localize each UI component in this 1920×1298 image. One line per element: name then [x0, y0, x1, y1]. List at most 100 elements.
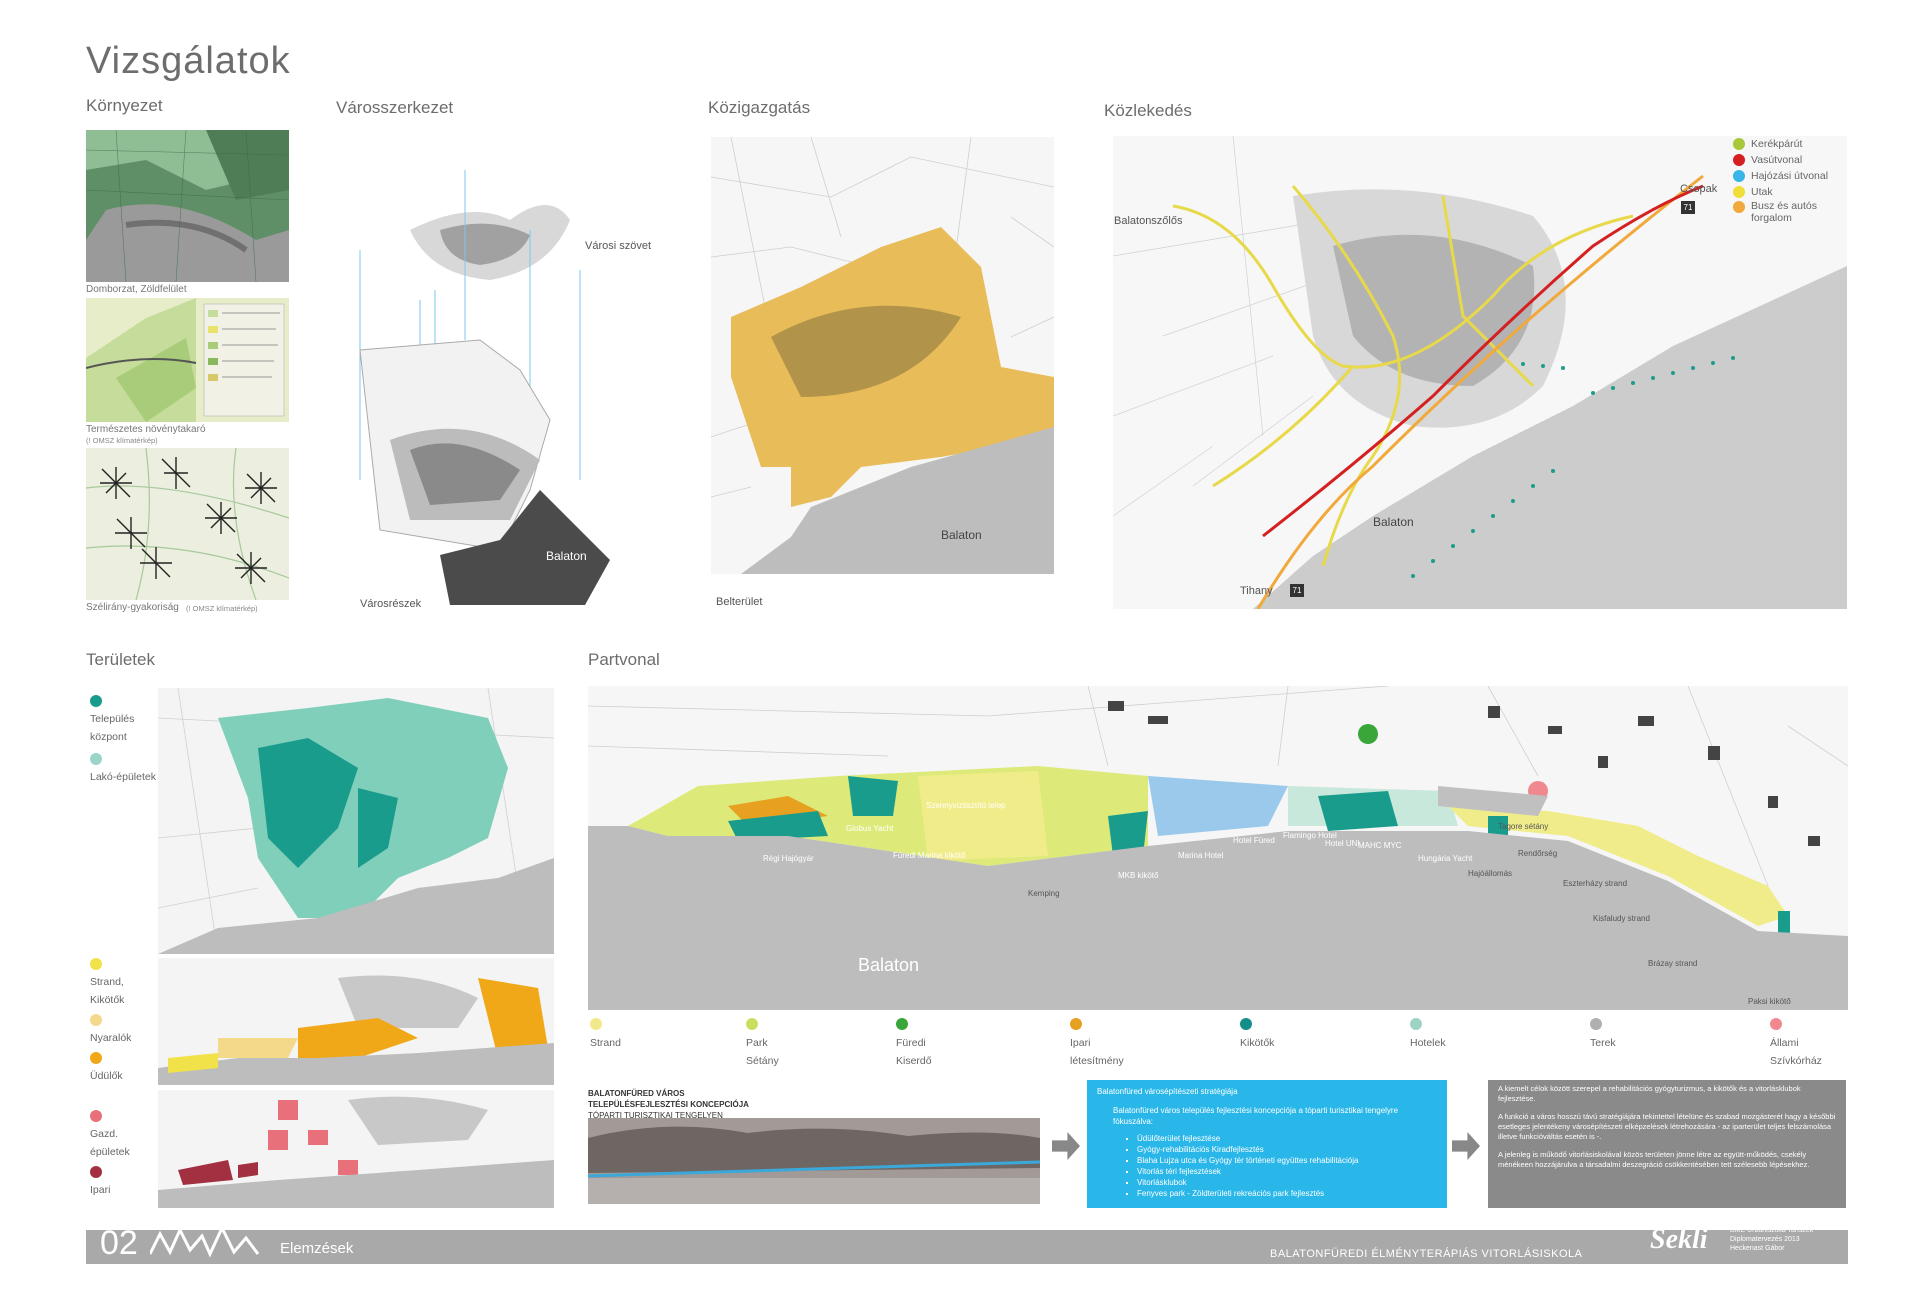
legend-dot-economic	[90, 1110, 102, 1122]
pl-mkb: MKB kikötő	[1118, 871, 1159, 880]
page-title: Vizsgálatok	[86, 40, 291, 82]
transport-legend: Kerékpárút Vasútvonal Hajózási útvonal U…	[1733, 136, 1853, 224]
pl-globus-yacht: Globus Yacht	[846, 824, 894, 833]
strategy-item: Vitorlásklubok	[1137, 1177, 1437, 1188]
wind-map	[86, 448, 289, 600]
concept-heading-1: BALATONFÜRED VÁROS	[588, 1089, 685, 1098]
legend-item-bike: Kerékpárút	[1733, 136, 1853, 152]
label-belterulet: Belterület	[716, 596, 763, 608]
pl-furedi-marina: Füredi Marina kikötő	[893, 851, 966, 860]
legend-item-economic: Gazd. épületek	[90, 1110, 160, 1160]
sl-item-park: Park Sétány	[746, 1015, 796, 1069]
section-teruletek: Területek	[86, 650, 155, 669]
administration-map: Balaton	[711, 137, 1054, 574]
pl-hotel-fured: Hotel Füred	[1233, 836, 1275, 845]
concept-heading: BALATONFÜRED VÁROS TELEPÜLÉSFEJLESZTÉSI …	[588, 1088, 749, 1121]
pl-eszterhazy: Eszterházy strand	[1563, 879, 1627, 888]
road-sign-71-north: 71	[1681, 201, 1695, 214]
footer-info-3: Heckenast Gábor	[1730, 1245, 1785, 1252]
pl-mahc: MAHC MYC	[1358, 841, 1402, 850]
shoreline-map: Balaton Régi Hajógyár Globus Yacht Füred…	[588, 686, 1848, 1010]
legend-item-center: Település központ	[90, 695, 160, 745]
page-number: 02	[100, 1224, 138, 1262]
footer-info: BME Urbanisztika Tanszék Diplomatervezés…	[1730, 1226, 1813, 1253]
pl-rendorseg: Rendőrség	[1518, 849, 1557, 858]
terrain-map	[86, 130, 289, 282]
caption-vegetation: Természetes növénytakaró	[86, 424, 206, 435]
section-kornyezet: Környezet	[86, 96, 163, 115]
legend-item-ship: Hajózási útvonal	[1733, 168, 1853, 184]
sl-dot-ipari	[1070, 1017, 1082, 1030]
sl-dot-kikotok	[1240, 1017, 1252, 1030]
legend-dot-roads	[1733, 186, 1745, 199]
caption-vegetation-source: (! OMSZ klímatérkép)	[86, 436, 158, 445]
legend-dot-center	[90, 695, 102, 707]
sl-dot-szivkorhaz	[1770, 1017, 1782, 1030]
summary-box: A kiemelt célok között szerepel a rehabi…	[1488, 1080, 1846, 1208]
sl-dot-park	[746, 1017, 758, 1030]
pl-hajoallomas: Hajóállomás	[1468, 869, 1512, 878]
pl-kemping: Kemping	[1028, 889, 1060, 898]
label-varosreszek: Városrészek	[360, 598, 422, 610]
legend-item-rail: Vasútvonal	[1733, 152, 1853, 168]
transport-balaton-label: Balaton	[1373, 515, 1414, 529]
vegetation-map	[86, 298, 289, 422]
pl-szennyviz: Szennyvíztisztító telep	[926, 801, 1006, 810]
shoreline-legend: Strand Park Sétány Füredi Kiserdő Ipari …	[590, 1015, 1850, 1067]
summary-p1: A kiemelt célok között szerepel a rehabi…	[1498, 1084, 1801, 1103]
legend-dot-ship	[1733, 170, 1745, 183]
legend-dot-industrial	[90, 1166, 102, 1178]
pl-brazay: Brázay strand	[1648, 959, 1697, 968]
label-varosi-szovet: Városi szövet	[585, 240, 652, 252]
legend-item-cottages: Nyaralók	[90, 1014, 160, 1046]
summary-p2: A funkció a város hosszú távú stratégiáj…	[1498, 1112, 1836, 1141]
caption-wind: Szélirány-gyakoriság	[86, 602, 179, 613]
strategy-item: Üdülőterület fejlesztése	[1137, 1133, 1437, 1144]
sl-dot-strand	[590, 1017, 602, 1030]
strategy-title: Balatonfüred városépítészeti stratégiája	[1097, 1087, 1238, 1096]
caption-terrain: Domborzat, Zöldfelület	[86, 284, 187, 295]
teruletek-legend-top: Település központ Lakó-épületek	[90, 695, 160, 785]
legend-dot-rail	[1733, 154, 1745, 167]
section-partvonal: Partvonal	[588, 650, 660, 669]
wave-logo-icon	[148, 1224, 270, 1258]
strategy-list: Üdülőterület fejlesztése Gyógy-rehabilit…	[1137, 1133, 1437, 1199]
sl-item-ipari: Ipari létesítmény	[1070, 1015, 1140, 1069]
footer-section: Elemzések	[280, 1240, 354, 1257]
footer-logo: Sekli	[1650, 1224, 1708, 1255]
place-balatonszolos: Balatonszőlős	[1114, 215, 1183, 227]
urban-structure-diagram: Balaton	[350, 160, 650, 610]
strategy-box: Balatonfüred városépítészeti stratégiája…	[1087, 1080, 1447, 1208]
sl-item-hotelek: Hotelek	[1410, 1015, 1446, 1051]
strategy-item: Fenyves park - Zöldterületi rekreációs p…	[1137, 1188, 1437, 1199]
residential-map	[158, 688, 554, 954]
sl-dot-hotelek	[1410, 1017, 1422, 1030]
strategy-item: Blaha Lujza utca és Gyógy tér történeti …	[1137, 1155, 1437, 1166]
strategy-item: Gyógy-rehabilitációs Kiradfejlesztés	[1137, 1144, 1437, 1155]
legend-dot-bus	[1733, 201, 1745, 213]
panorama-photo	[587, 1118, 1041, 1204]
shoreline-balaton-label: Balaton	[858, 955, 919, 975]
legend-item-beach: Strand, Kikötők	[90, 958, 160, 1008]
legend-item-resorts: Üdülők	[90, 1052, 160, 1084]
pl-hotel-uni: Hotel UNI	[1325, 839, 1360, 848]
transport-map: Balaton	[1113, 136, 1847, 609]
legend-item-industrial: Ipari	[90, 1166, 160, 1198]
sl-item-strand: Strand	[590, 1015, 621, 1051]
strategy-item: Vitorlás téri fejlesztések	[1137, 1166, 1437, 1177]
road-sign-71-south: 71	[1290, 584, 1304, 597]
concept-heading-2: TELEPÜLÉSFEJLESZTÉSI KONCEPCIÓJA	[588, 1100, 749, 1109]
sl-dot-kiserdo	[896, 1017, 908, 1030]
legend-item-roads: Utak	[1733, 184, 1853, 200]
pl-tagore: Tagore sétány	[1498, 822, 1548, 831]
pl-paksi: Paksi kikötő	[1748, 997, 1791, 1006]
summary-p3: A jelenleg is működő vitorlásiskolával k…	[1498, 1150, 1810, 1169]
pl-regi-hajogyar: Régi Hajógyár	[763, 854, 814, 863]
strategy-intro: Balatonfüred város település fejlesztési…	[1113, 1106, 1399, 1126]
section-varosszerkezet: Városszerkezet	[336, 98, 454, 117]
legend-dot-cottages	[90, 1014, 102, 1026]
holiday-map	[158, 958, 554, 1085]
legend-dot-resorts	[90, 1052, 102, 1064]
place-tihany: Tihany	[1240, 585, 1273, 597]
teruletek-legend-bottom: Gazd. épületek Ipari	[90, 1110, 160, 1198]
